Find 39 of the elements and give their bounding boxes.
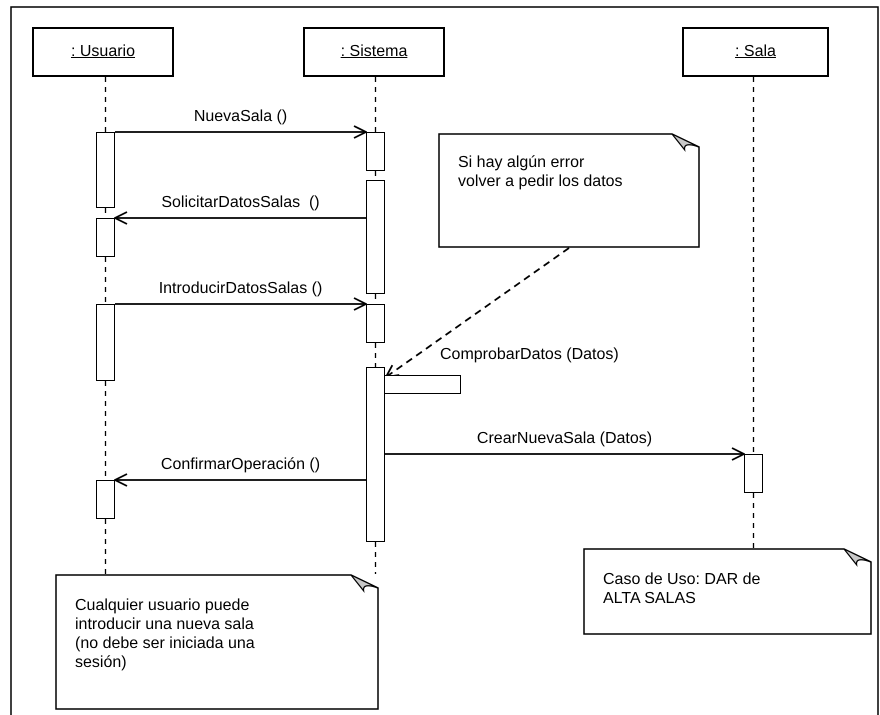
- activation-bar: [366, 180, 385, 294]
- note-text: Si hay algún error volver a pedir los datos: [458, 153, 624, 191]
- lifeline: [374, 542, 376, 574]
- lifeline: [752, 77, 754, 454]
- object-box: [682, 27, 829, 77]
- lifeline: [104, 257, 106, 304]
- activation-bar: [96, 218, 115, 257]
- message-label: IntroducirDatosSalas (): [158, 280, 324, 298]
- lifeline: [752, 493, 754, 548]
- dashed-arrow: [385, 247, 570, 378]
- message-arrow: [114, 473, 366, 487]
- message-label: NuevaSala (): [192, 108, 288, 126]
- lifeline: [374, 343, 376, 367]
- note-text: Cualquier usuario puede introducir una nueva sala (no debe ser iniciada una sesión): [75, 596, 256, 672]
- activation-bar: [366, 367, 385, 542]
- message-label: CrearNuevaSala (Datos): [476, 430, 654, 448]
- message-arrow: [115, 125, 367, 139]
- activation-bar: [96, 480, 115, 519]
- object-name: : Sala: [735, 43, 776, 61]
- activation-bar: [366, 304, 385, 343]
- activation-bar: [366, 132, 385, 171]
- object-name: : Usuario: [70, 43, 136, 61]
- message-arrow: [385, 447, 745, 461]
- note-text: Caso de Uso: DAR de ALTA SALAS: [603, 570, 762, 608]
- activation-bar: [96, 132, 115, 208]
- lifeline: [104, 519, 106, 574]
- object-name: : Sistema: [340, 43, 408, 61]
- message-arrow: [115, 297, 367, 311]
- activation-bar: [744, 454, 763, 493]
- activation-bar: [384, 375, 461, 394]
- lifeline: [104, 77, 106, 132]
- message-label: SolicitarDatosSalas (): [160, 194, 321, 212]
- lifeline: [374, 77, 376, 132]
- object-box: [32, 27, 174, 77]
- message-label: ConfirmarOperación (): [160, 456, 322, 474]
- message-arrow: [114, 211, 366, 225]
- message-label: ComprobarDatos (Datos): [440, 346, 619, 364]
- object-box: [303, 27, 445, 77]
- activation-bar: [96, 304, 115, 381]
